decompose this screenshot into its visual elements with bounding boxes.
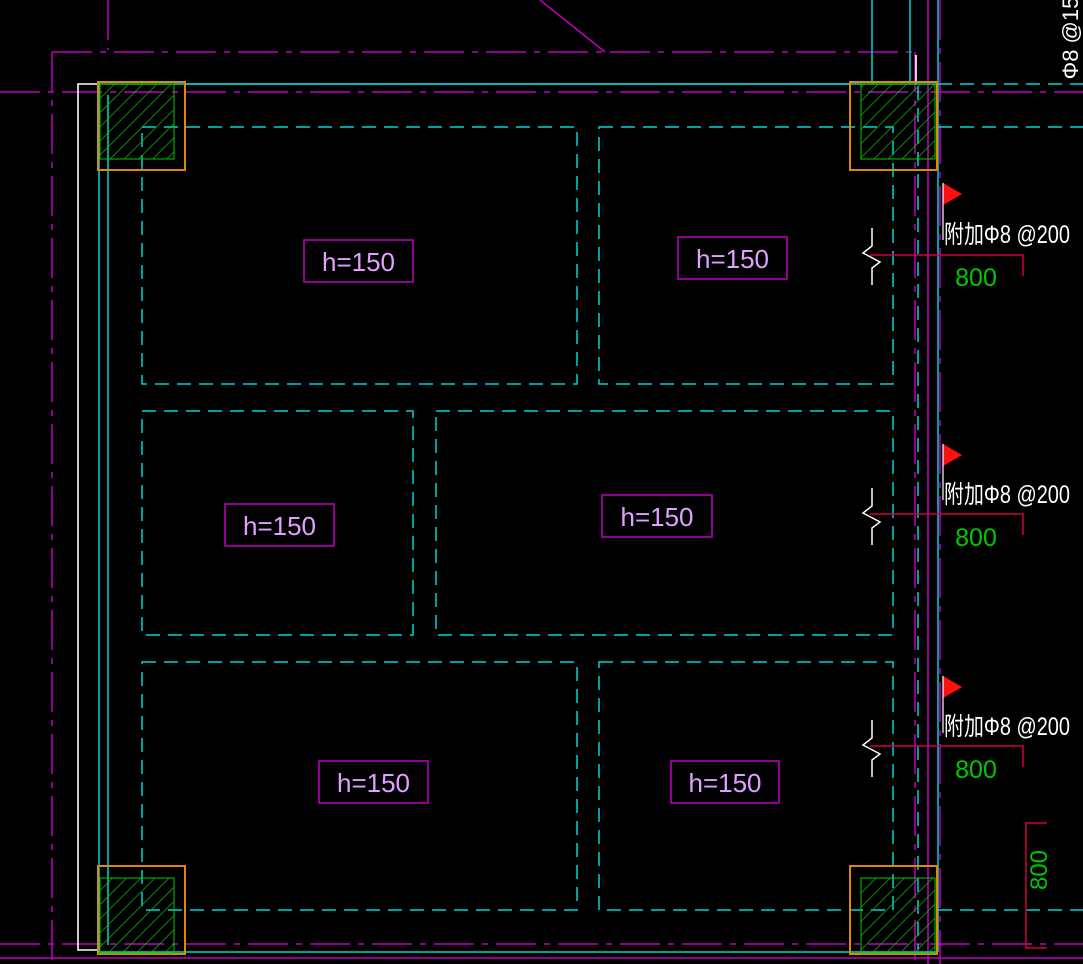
slab-label-text: h=150 <box>322 247 395 277</box>
column <box>97 81 186 171</box>
slab-outline <box>141 410 414 636</box>
slab-panels <box>141 126 894 911</box>
break-symbol <box>861 488 882 545</box>
slab-label[interactable]: h=150 <box>670 760 780 804</box>
column <box>97 865 186 955</box>
beam-edges <box>98 0 1083 953</box>
slab-label[interactable]: h=150 <box>224 503 335 547</box>
slab-label[interactable]: h=150 <box>303 239 414 283</box>
column <box>849 81 938 171</box>
rebar-annotation[interactable]: 附加Φ8 @200 800 <box>861 183 1070 292</box>
dimension-text: 800 <box>1026 850 1053 890</box>
rebar-spec-text: 附加Φ8 @200 <box>944 221 1070 249</box>
slab-label-text: h=150 <box>696 244 769 274</box>
slab-outline <box>435 410 894 636</box>
wall-outline <box>77 55 917 951</box>
corner-rebar-label: Φ8 @15 <box>1058 0 1083 79</box>
slab-label[interactable]: h=150 <box>318 760 429 804</box>
break-symbol <box>861 228 882 285</box>
column <box>849 865 938 955</box>
corner-rebar-text: Φ8 @15 <box>1058 0 1083 79</box>
slab-outline <box>141 126 578 385</box>
columns <box>97 81 938 955</box>
flag-icon <box>943 444 962 466</box>
slab-label[interactable]: h=150 <box>601 494 713 538</box>
slab-label-text: h=150 <box>337 768 410 798</box>
slab-label-text: h=150 <box>688 768 761 798</box>
rebar-length-text: 800 <box>955 264 997 292</box>
flag-icon <box>943 183 962 205</box>
flag-icon <box>943 676 962 698</box>
slab-outline <box>598 661 894 911</box>
rebar-spec-text: 附加Φ8 @200 <box>944 481 1070 509</box>
slab-label[interactable]: h=150 <box>677 236 788 280</box>
rebar-length-text: 800 <box>955 756 997 784</box>
rebar-annotations: 附加Φ8 @200 800 附加Φ8 @200 800 附加Φ8 @200 80… <box>861 183 1070 784</box>
slab-label-text: h=150 <box>620 502 693 532</box>
rebar-annotation[interactable]: 附加Φ8 @200 800 <box>861 676 1070 784</box>
slab-label-text: h=150 <box>243 511 316 541</box>
rebar-length-text: 800 <box>955 524 997 552</box>
slab-labels: h=150 h=150 h=150 h=150 h=150 h=150 <box>224 236 788 804</box>
dimension-800[interactable]: 800 <box>1025 822 1053 949</box>
rebar-annotation[interactable]: 附加Φ8 @200 800 <box>861 444 1070 552</box>
rebar-spec-text: 附加Φ8 @200 <box>944 713 1070 741</box>
break-symbol <box>861 720 882 777</box>
slab-outline <box>141 661 578 911</box>
